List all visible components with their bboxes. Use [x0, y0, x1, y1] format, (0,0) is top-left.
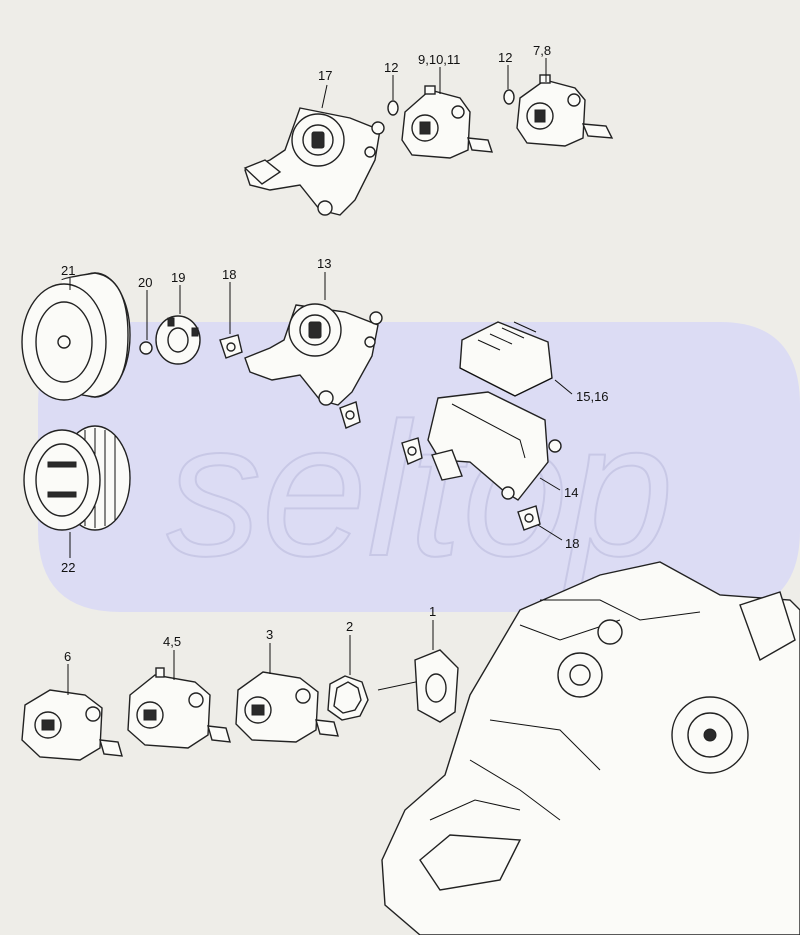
- part-18b-mount: [517, 505, 541, 531]
- watermark-text: seltop: [166, 384, 673, 596]
- part-21-air-filter: [21, 272, 131, 401]
- callout-7-8: 7,8: [533, 43, 551, 58]
- part-9-carburetor: [401, 85, 494, 159]
- callout-19: 19: [171, 270, 185, 285]
- callout-3: 3: [266, 627, 273, 642]
- part-6-carburetor: [21, 689, 123, 761]
- callout-12-top-right: 12: [498, 50, 512, 65]
- part-17-manifold: [243, 107, 385, 216]
- callout-22: 22: [61, 560, 75, 575]
- callout-labels: 17 12 9,10,11 12 7,8 21 20 19 18 13 15,1…: [61, 43, 609, 664]
- part-4-carburetor: [127, 667, 231, 749]
- callout-9-10-11: 9,10,11: [418, 52, 460, 67]
- chainsaw-body: [381, 561, 800, 935]
- callout-6: 6: [64, 649, 71, 664]
- callout-18-right: 18: [565, 536, 579, 551]
- leader-lines: [67, 58, 573, 695]
- part-14-base-plate: [427, 391, 562, 501]
- callout-18-middle: 18: [222, 267, 236, 282]
- part-3-carburetor: [235, 671, 339, 743]
- callout-1: 1: [429, 604, 436, 619]
- part-2-gasket: [327, 675, 369, 721]
- part-18c-mount: [339, 401, 361, 429]
- part-22-air-filter: [23, 425, 131, 531]
- callout-4-5: 4,5: [163, 634, 181, 649]
- part-12a-gasket: [387, 100, 399, 116]
- part-13-manifold: [244, 303, 383, 406]
- callout-13: 13: [317, 256, 331, 271]
- callout-2: 2: [346, 619, 353, 634]
- callout-15-16: 15,16: [576, 389, 609, 404]
- part-20-nut: [139, 341, 153, 355]
- part-15-filter-cover: [459, 321, 553, 397]
- callout-20: 20: [138, 275, 152, 290]
- part-18d-mount: [401, 437, 423, 465]
- part-1-flange: [377, 649, 459, 723]
- part-7-carburetor: [516, 74, 614, 147]
- callout-12-top-left: 12: [384, 60, 398, 75]
- callout-14: 14: [564, 485, 578, 500]
- callout-21: 21: [61, 263, 75, 278]
- part-12b-gasket: [503, 89, 515, 105]
- part-18a-mount: [219, 334, 243, 359]
- callout-17: 17: [318, 68, 332, 83]
- part-19-bracket: [155, 315, 201, 365]
- watermark-band: [38, 322, 800, 612]
